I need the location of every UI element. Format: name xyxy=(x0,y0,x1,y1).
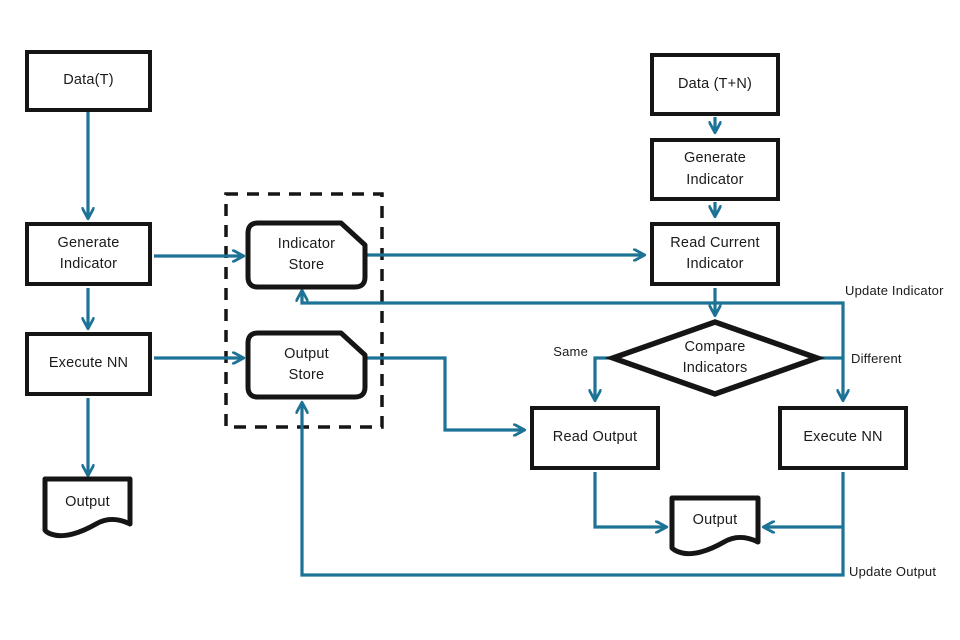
node-read-current-indicator: Read Current Indicator xyxy=(650,222,780,286)
edge-label-different: Different xyxy=(851,351,902,366)
node-read-current-indicator-label: Read Current Indicator xyxy=(670,234,760,272)
node-execute-nn-right: Execute NN xyxy=(778,406,908,470)
edge-update-indicator xyxy=(302,292,845,358)
node-data-tn-label: Data (T+N) xyxy=(677,75,753,92)
node-data-tn: Data (T+N) xyxy=(650,53,780,116)
edge-label-update-output: Update Output xyxy=(849,564,937,579)
indicator-store-shape xyxy=(245,220,368,290)
store-group-dashed-border xyxy=(224,192,384,429)
node-generate-indicator-right-label: Generate Indicator xyxy=(683,150,747,188)
node-read-output: Read Output xyxy=(530,406,660,470)
output-right-document-shape xyxy=(669,495,761,557)
node-generate-indicator-left-label: Generate Indicator xyxy=(57,234,120,272)
output-left-document-shape xyxy=(42,476,133,539)
edge-read-output-to-output-right xyxy=(593,472,665,527)
edge-label-same: Same xyxy=(553,344,588,359)
node-execute-nn-left-label: Execute NN xyxy=(48,355,129,372)
edge-label-update-indicator: Update Indicator xyxy=(845,283,944,298)
node-execute-nn-left: Execute NN xyxy=(25,332,152,396)
edge-output-store-to-read-output xyxy=(367,356,523,430)
edge-update-output xyxy=(302,404,845,577)
node-execute-nn-right-label: Execute NN xyxy=(803,429,883,446)
edge-compare-same-to-read-output xyxy=(595,356,613,399)
node-read-output-label: Read Output xyxy=(552,429,638,446)
output-store-shape xyxy=(245,330,368,400)
node-generate-indicator-left: Generate Indicator xyxy=(25,222,152,286)
node-data-t: Data(T) xyxy=(25,50,152,112)
node-generate-indicator-right: Generate Indicator xyxy=(650,138,780,201)
node-data-t-label: Data(T) xyxy=(63,72,114,89)
compare-indicators-diamond xyxy=(604,319,826,397)
